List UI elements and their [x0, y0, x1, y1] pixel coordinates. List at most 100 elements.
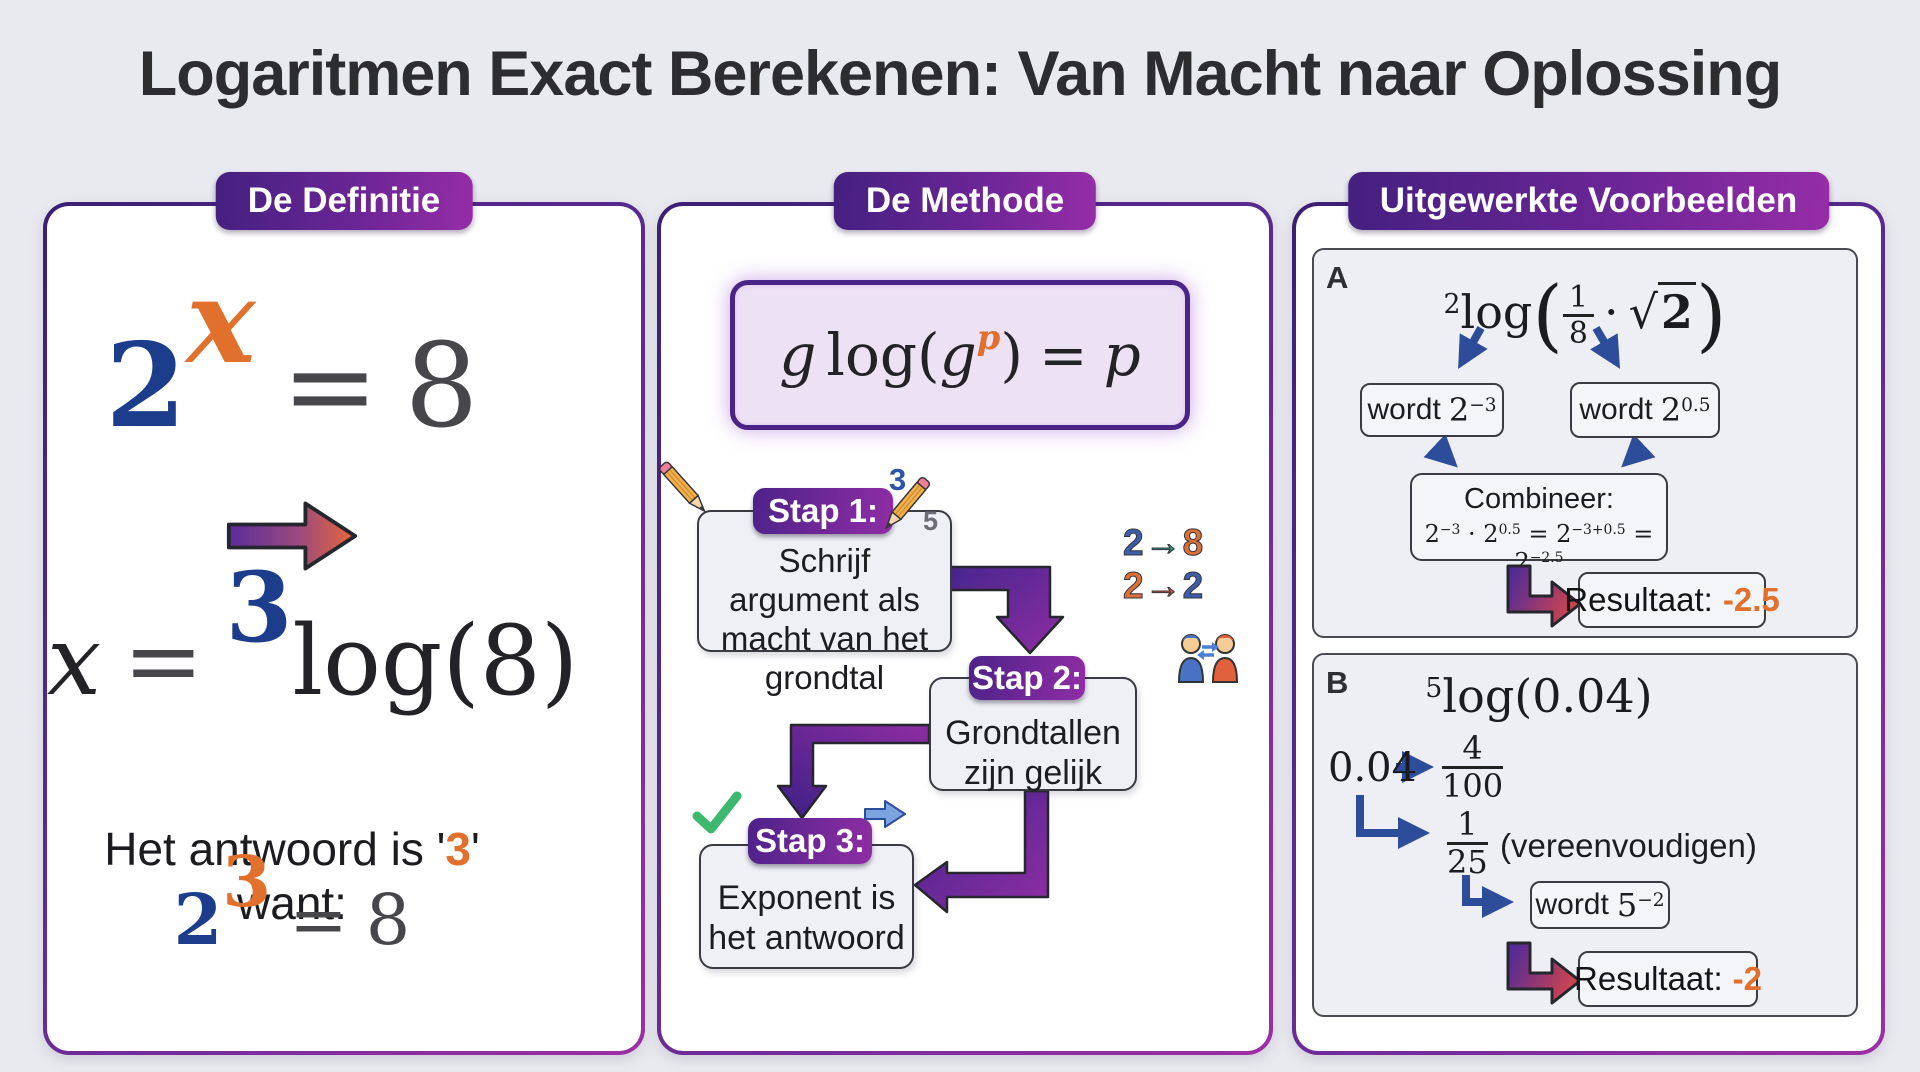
connector-step1-step2	[939, 565, 1065, 655]
check-equation: 23=8	[47, 840, 537, 962]
small-right-arrow-icon	[864, 800, 906, 828]
step1-badge-label: Stap 1:	[767, 492, 879, 529]
gradient-right-arrow-icon	[226, 501, 358, 571]
arrow-to-wordt-left	[1458, 326, 1488, 369]
connector-step2-step3-left	[913, 789, 1050, 914]
answer-part2: ' want:	[237, 823, 480, 929]
a-close-paren: )	[1695, 270, 1727, 361]
wordt-b-prefix: wordt	[1535, 888, 1609, 921]
connector-step2-step3-down	[776, 723, 931, 820]
c-t3b: 2	[1556, 520, 1572, 548]
a-open-paren: (	[1532, 270, 1563, 361]
flowchart-connectors	[776, 565, 1065, 914]
result-elbow-arrow-icon	[1506, 564, 1582, 628]
panel-badge-definitie: De Definitie	[215, 172, 473, 230]
a-frac-den: 8	[1568, 316, 1588, 352]
definition-power-equation: 2x=8	[47, 254, 537, 454]
pencil-icon	[654, 456, 716, 522]
log-lhs: x	[47, 605, 102, 717]
wordt-right-prefix: wordt	[1579, 393, 1653, 426]
map1-to: 8	[1182, 522, 1205, 564]
c-dot: ·	[1468, 520, 1476, 548]
panel-badge-methode: De Methode	[833, 172, 1097, 230]
example-a-arrows	[1423, 325, 1656, 468]
b-simplify-note: (vereenvoudigen)	[1500, 827, 1757, 864]
log-base: 3	[225, 551, 293, 665]
pencil-note-top: 3	[889, 462, 907, 497]
power-rhs: 8	[404, 319, 479, 454]
map2-to: 2	[1182, 564, 1205, 606]
wordt-b-math: 5−2	[1617, 886, 1665, 924]
wordt-left-exp: −3	[1469, 394, 1497, 416]
elbow-to-frac2	[1356, 795, 1430, 849]
page-title: Logaritmen Exact Berekenen: Van Macht na…	[138, 39, 1782, 109]
result-a-box: Resultaat:-2.5	[1564, 572, 1780, 628]
power-base: 2	[105, 318, 187, 454]
result-b-box: Resultaat:-2	[1574, 951, 1762, 1007]
b-log-body: log(0.04)	[1442, 669, 1653, 723]
c-t2b: 2	[1483, 520, 1499, 548]
wordt-b-exp: −2	[1637, 889, 1665, 911]
map2-arrow-icon: →	[1144, 564, 1183, 606]
panel-definitie: De Definitie 2x=8 x=3log(8) Het antwoord…	[43, 172, 645, 1055]
step3-badge: Stap 3:	[748, 818, 872, 864]
b-frac2-den: 25	[1447, 843, 1488, 882]
check-rhs: 8	[365, 879, 411, 961]
mapping-row: 2→8	[1123, 522, 1204, 565]
formula-close: )	[1000, 321, 1023, 389]
power-exponent: x	[186, 254, 256, 391]
c-eq1: =	[1528, 520, 1549, 548]
a-log-base: 2	[1443, 289, 1461, 321]
arrow-wordtleft-to-combine	[1423, 433, 1458, 468]
panel-badge-voorbeelden: Uitgewerkte Voorbeelden	[1347, 172, 1830, 230]
formula-log: log(	[826, 321, 940, 389]
check-exponent: 3	[222, 839, 272, 923]
step2-badge-label: Stap 2:	[971, 659, 1083, 696]
result-a-label: Resultaat:	[1564, 581, 1713, 618]
answer-value: 3	[445, 823, 471, 875]
check-base: 2	[173, 878, 223, 961]
result-a-value: -2.5	[1722, 581, 1780, 618]
c-t1b: 2	[1424, 520, 1440, 548]
wordt-left-base: 2	[1448, 391, 1470, 429]
wordt-right-exp: 0.5	[1681, 394, 1711, 416]
wordt-left-prefix: wordt	[1367, 393, 1441, 426]
step3-box: Exponent is het antwoord	[699, 844, 914, 969]
equals-sign: =	[281, 319, 379, 454]
wordt-b-base: 5	[1616, 886, 1638, 924]
formula-base: g	[779, 321, 817, 389]
example-b-formula: 5log(0.04)	[1314, 669, 1764, 723]
b-log-base: 5	[1425, 673, 1443, 705]
a-radicand: 2	[1657, 281, 1696, 339]
radical-icon: √	[1628, 284, 1658, 339]
a-dot: ·	[1603, 284, 1619, 339]
answer-line: Het antwoord is '3' want:	[47, 822, 537, 930]
answer-part1: Het antwoord is '	[104, 823, 446, 875]
step1-text: Schrijf argument als macht van het grond…	[720, 542, 929, 696]
step2-text: Grondtallen zijn gelijk	[945, 714, 1121, 793]
arrow-to-wordt-right	[1590, 325, 1621, 369]
result-elbow-arrow-icon	[1506, 941, 1582, 1005]
b-frac1-num: 4	[1442, 730, 1504, 770]
check-icon	[692, 791, 742, 834]
map2-from: 2	[1123, 564, 1145, 606]
panel-badge-definitie-label: De Definitie	[247, 181, 441, 220]
a-sqrt: √2	[1628, 281, 1696, 339]
example-b-arrows	[1356, 751, 1514, 918]
formula-exp: p	[976, 316, 1001, 357]
base-mapping-annotation: 2→8 2→2	[1123, 522, 1204, 607]
a-frac-num: 1	[1562, 281, 1594, 318]
arrow-wordtright-to-combine	[1621, 433, 1656, 468]
step2-badge: Stap 2:	[969, 656, 1085, 700]
